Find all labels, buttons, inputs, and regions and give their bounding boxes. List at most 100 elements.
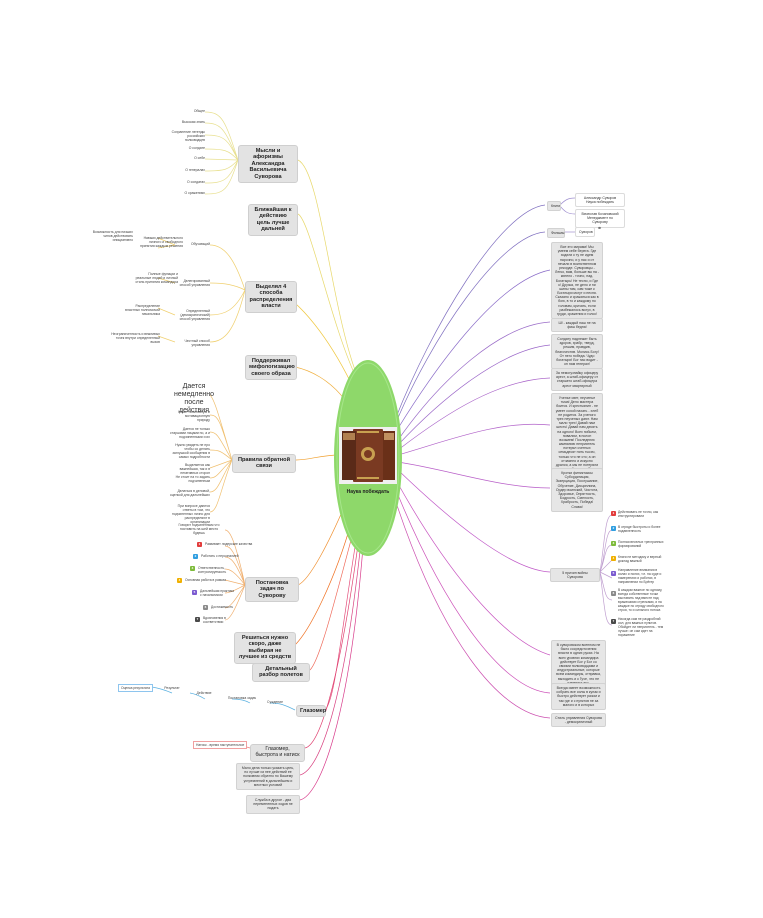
link-glazomer: [324, 527, 359, 711]
tasks-item[interactable]: Основная работа в рамках: [185, 578, 227, 582]
glazomer-chain-item[interactable]: Постановка задач: [227, 696, 257, 700]
reason-item[interactable]: Направление внимания в силах и полях, т.…: [618, 568, 662, 584]
priority-3-icon: 3: [190, 566, 195, 571]
topic-glazomer2[interactable]: Глазомер, быстрота и натиск: [250, 744, 305, 762]
glazomer-result-box[interactable]: Оценка результата: [118, 684, 153, 692]
link-n7-leaves: [599, 514, 613, 626]
priority-1-icon: 1: [197, 542, 202, 547]
topic-decide[interactable]: Решиться нужно скоро, даже выбирая не лу…: [234, 632, 296, 664]
thoughts-item[interactable]: О сражениях: [184, 191, 206, 195]
four-ways-leaf[interactable]: Определенный (демократический) способ уп…: [179, 309, 210, 322]
feedback-item[interactable]: Не стоит на то задать подчиненным: [175, 475, 210, 484]
thoughts-item[interactable]: Высокая знать: [181, 120, 205, 124]
four-ways-leaf[interactable]: Честный способ управления: [184, 339, 210, 348]
note-left-1[interactable]: Мало дела только указать цель, но лучше …: [236, 763, 300, 790]
feedback-item[interactable]: Нужно увидеть не про чтобы со делать заг…: [172, 443, 210, 460]
thoughts-item[interactable]: О солдатах: [187, 180, 205, 184]
link-tasks-leaves: [224, 529, 246, 621]
note-right-2[interactable]: Ш! - каждый наш не на фиш бедна!: [551, 318, 603, 333]
films-item[interactable]: Суворов: [575, 227, 595, 238]
link-fourways-leaves: [209, 244, 246, 343]
note-right-8[interactable]: В суворовском военном не было сосредоточ…: [551, 640, 606, 688]
reason-item[interactable]: Полная веселых трехгранных формирований: [618, 540, 664, 548]
reason-item[interactable]: Действовать не точно, как инструктировал…: [618, 510, 659, 518]
book-image: [339, 427, 397, 484]
link-n8: [395, 479, 551, 656]
four-ways-leaf[interactable]: Неограниченность и вежливых точек внутри…: [111, 332, 160, 345]
feedback-item[interactable]: При вопросе даются ответы в том, что под…: [172, 504, 210, 525]
note-right-4[interactable]: За немогузнайку офицеру арест, а штаб-оф…: [551, 368, 603, 391]
books-item[interactable]: Вячеслав Кочановский Менеджмент по Сувор…: [575, 209, 625, 228]
glazomer-chain-item[interactable]: Действие: [196, 691, 212, 695]
thoughts-item[interactable]: О солдате: [188, 146, 205, 150]
reason-item[interactable]: Никогда сам не раздробляй сил, для важны…: [618, 617, 664, 637]
link-glaz-4: [151, 686, 173, 694]
four-ways-leaf[interactable]: Возможность для низших чинов действовать…: [92, 230, 133, 243]
link-glazomer2: [304, 529, 361, 749]
tasks-item[interactable]: Достижимость: [211, 605, 234, 609]
link-glaz-3: [189, 692, 206, 700]
four-ways-leaf[interactable]: Навыки действительного личного и свободн…: [140, 236, 183, 249]
topic-glazomer[interactable]: Глазомер: [296, 705, 326, 718]
tasks-item[interactable]: Вдохновения в соответствии: [203, 616, 226, 624]
link-n1: [396, 269, 551, 431]
link-fourways-leaves2: [157, 237, 176, 343]
four-ways-leaf[interactable]: Распределение властных полномочий началь…: [125, 304, 160, 317]
reason-item[interactable]: В отряде быстроты и более подавленность: [618, 525, 661, 533]
topic-feedback[interactable]: Правила обратной связи: [232, 454, 296, 473]
topic-closer[interactable]: Ближайшая к действию цель лучше дальней: [248, 204, 298, 236]
feedback-heading[interactable]: Дается немедленно после действия: [174, 383, 214, 415]
feedback-item[interactable]: Делаться в деловой, оценкой для дальнейш…: [169, 489, 210, 498]
glazomer-chain-item[interactable]: Результат: [164, 686, 180, 690]
tasks-item[interactable]: Ответственность, контролируемость: [198, 566, 227, 574]
link-icon[interactable]: ⚭: [597, 225, 603, 232]
topic-four-ways[interactable]: Выделял 4 способа распределения власти: [245, 281, 297, 313]
thoughts-item[interactable]: Общее: [193, 109, 205, 113]
topic-tasks[interactable]: Постановка задач по Суворову: [245, 577, 299, 603]
four-ways-leaf[interactable]: Полные функции и реальные людей и личный…: [135, 272, 178, 285]
thoughts-item[interactable]: О генералах: [185, 168, 205, 172]
feedback-item[interactable]: Носит позитивную и мотивационную природу: [178, 410, 210, 423]
tasks-item[interactable]: Развивает лидерские качества: [205, 542, 253, 546]
tasks-item[interactable]: Работать с персоналией: [201, 554, 239, 558]
link-feedback-leaves: [209, 394, 233, 513]
thoughts-item[interactable]: О себе: [194, 156, 205, 160]
link-feedback: [295, 454, 341, 461]
central-topic-label[interactable]: Наука побеждать: [346, 489, 390, 495]
note-right-3[interactable]: Солдату надлежит быть здоров, храбр, тве…: [551, 334, 603, 370]
reason-item[interactable]: Книги не методику и верный доклад важный: [618, 555, 662, 563]
note-right-9[interactable]: Всегда имеет возможность собрать все сил…: [551, 683, 606, 710]
four-ways-leaf[interactable]: Делегированный способ управления: [179, 279, 210, 288]
books-item[interactable]: Александр Суворов Наука побеждать: [575, 193, 625, 208]
link-books-1: [559, 197, 576, 206]
tasks-item[interactable]: Дальнейшая практика с начальником: [200, 589, 235, 597]
link-glaz-1: [269, 702, 296, 711]
tasks-intro[interactable]: Говорит подчинённым что поставить на шей…: [178, 523, 220, 536]
glazomer2-note[interactable]: Натиск - время наступательное: [193, 741, 248, 749]
thoughts-item[interactable]: Сохранение легенды российских полководце…: [171, 130, 205, 143]
feedback-item[interactable]: Дается не только старшими лицами по, а и…: [170, 427, 210, 440]
note-right-6[interactable]: Кротки финиктаксы Субординация, Экзерциц…: [551, 468, 603, 512]
feedback-item[interactable]: Выделяется как важнейшая, так и в негати…: [179, 463, 210, 476]
note-left-2[interactable]: Служба в другое - два перемененных ходов…: [246, 795, 300, 814]
four-ways-leaf[interactable]: Обучающий: [191, 242, 210, 246]
link-note2: [299, 533, 365, 801]
link-closer: [297, 213, 356, 376]
topic-thoughts[interactable]: Мысли и афоризмы Александра Васильевича …: [238, 145, 298, 184]
topic-five-reasons[interactable]: 5 причин войны Суворова: [550, 568, 600, 583]
link-thoughts-leaves: [204, 111, 239, 195]
reason-item[interactable]: В каждом важное по одному, всегда собств…: [618, 588, 664, 612]
topic-myth[interactable]: Поддерживал мифологизацию своего образа: [245, 355, 297, 381]
priority-7-icon: 7: [611, 619, 616, 624]
link-n5: [397, 423, 551, 456]
glazomer-chain-item[interactable]: Суждение: [267, 700, 283, 704]
note-right-10[interactable]: Стиль управления Суворова - демократичны…: [551, 713, 606, 728]
note-right-1[interactable]: Все это мирами! Мы умеем себе берега. Гд…: [551, 242, 603, 320]
topic-debrief[interactable]: Детальный разбор полетов: [252, 663, 310, 682]
topic-films[interactable]: Фильмы: [547, 228, 565, 239]
link-books-2: [559, 205, 576, 215]
central-topic-highlight: [336, 362, 400, 554]
link-n9: [393, 484, 551, 694]
topic-books[interactable]: Книги: [547, 201, 561, 212]
link-glaz-2: [231, 698, 251, 704]
